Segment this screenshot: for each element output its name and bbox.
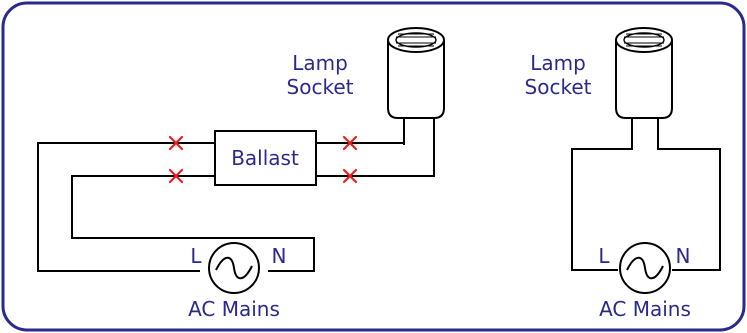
right-wire-live: [571, 118, 633, 271]
left-circuit: Ballast L N AC Mains Lamp Socket: [37, 27, 445, 321]
left-wire-socket-a: [316, 118, 405, 144]
left-cut-mark-3: [342, 135, 358, 151]
left-wire-socket-b: [316, 118, 435, 177]
left-ac-source-icon: [208, 242, 260, 294]
right-mains-label: AC Mains: [599, 297, 691, 321]
right-wire-neutral: [657, 118, 721, 271]
left-cut-mark-4: [342, 168, 358, 184]
right-socket-label-line1: Lamp: [530, 51, 586, 75]
right-neutral-label: N: [676, 244, 691, 268]
ballast-label: Ballast: [231, 146, 299, 170]
left-socket-label-line1: Lamp: [292, 51, 348, 75]
right-lamp-socket-icon: [615, 27, 673, 119]
right-ac-source-icon: [619, 242, 671, 294]
left-wire-inner: [71, 175, 315, 272]
right-circuit: L N AC Mains Lamp Socket: [525, 27, 721, 321]
left-live-label: L: [190, 244, 202, 268]
right-socket-label-line2: Socket: [525, 75, 592, 99]
left-neutral-label: N: [272, 244, 287, 268]
left-mains-label: AC Mains: [188, 297, 280, 321]
left-cut-mark-2: [168, 168, 184, 184]
left-cut-mark-1: [168, 135, 184, 151]
ballast-box: [214, 130, 317, 186]
left-wire-outer: [37, 142, 215, 272]
left-socket-label-line2: Socket: [287, 75, 354, 99]
right-live-label: L: [598, 244, 610, 268]
